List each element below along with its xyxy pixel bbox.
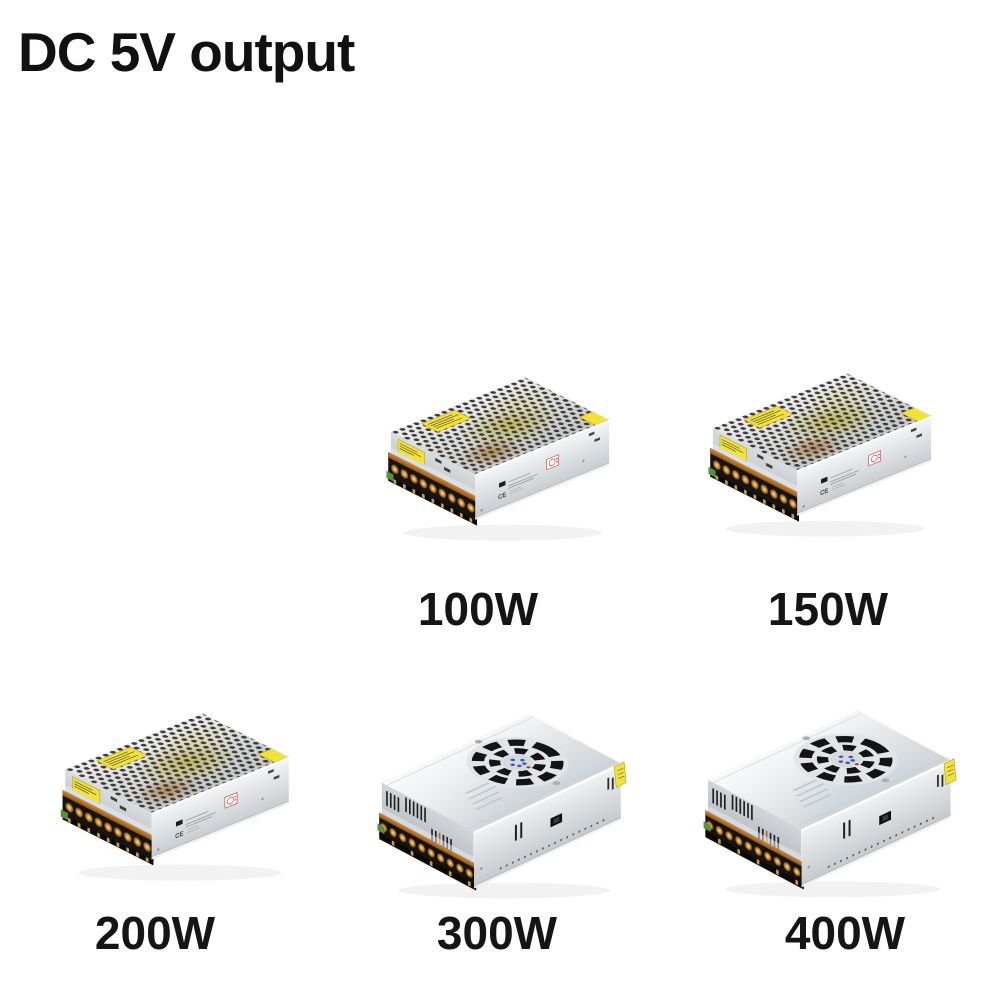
product-wattage-label-200w: 200W xyxy=(94,907,216,959)
psu-photo-100w xyxy=(385,376,610,542)
product-wattage-label-400w: 400W xyxy=(784,907,906,959)
psu-photo-400w xyxy=(698,704,962,903)
product-image-400w xyxy=(698,704,962,903)
product-wattage-label-100w: 100W xyxy=(417,583,539,635)
psu-photo-200w xyxy=(59,712,290,882)
product-image-150w xyxy=(698,368,946,545)
page-title: DC 5V output xyxy=(18,21,355,83)
psu-photo-150w xyxy=(707,372,932,538)
product-wattage-label-300w: 300W xyxy=(436,907,558,959)
product-image-200w xyxy=(50,708,304,889)
product-image-300w xyxy=(372,708,632,904)
product-image-100w xyxy=(376,372,624,549)
psu-photo-300w xyxy=(372,708,632,904)
product-wattage-label-150w: 150W xyxy=(767,583,889,635)
